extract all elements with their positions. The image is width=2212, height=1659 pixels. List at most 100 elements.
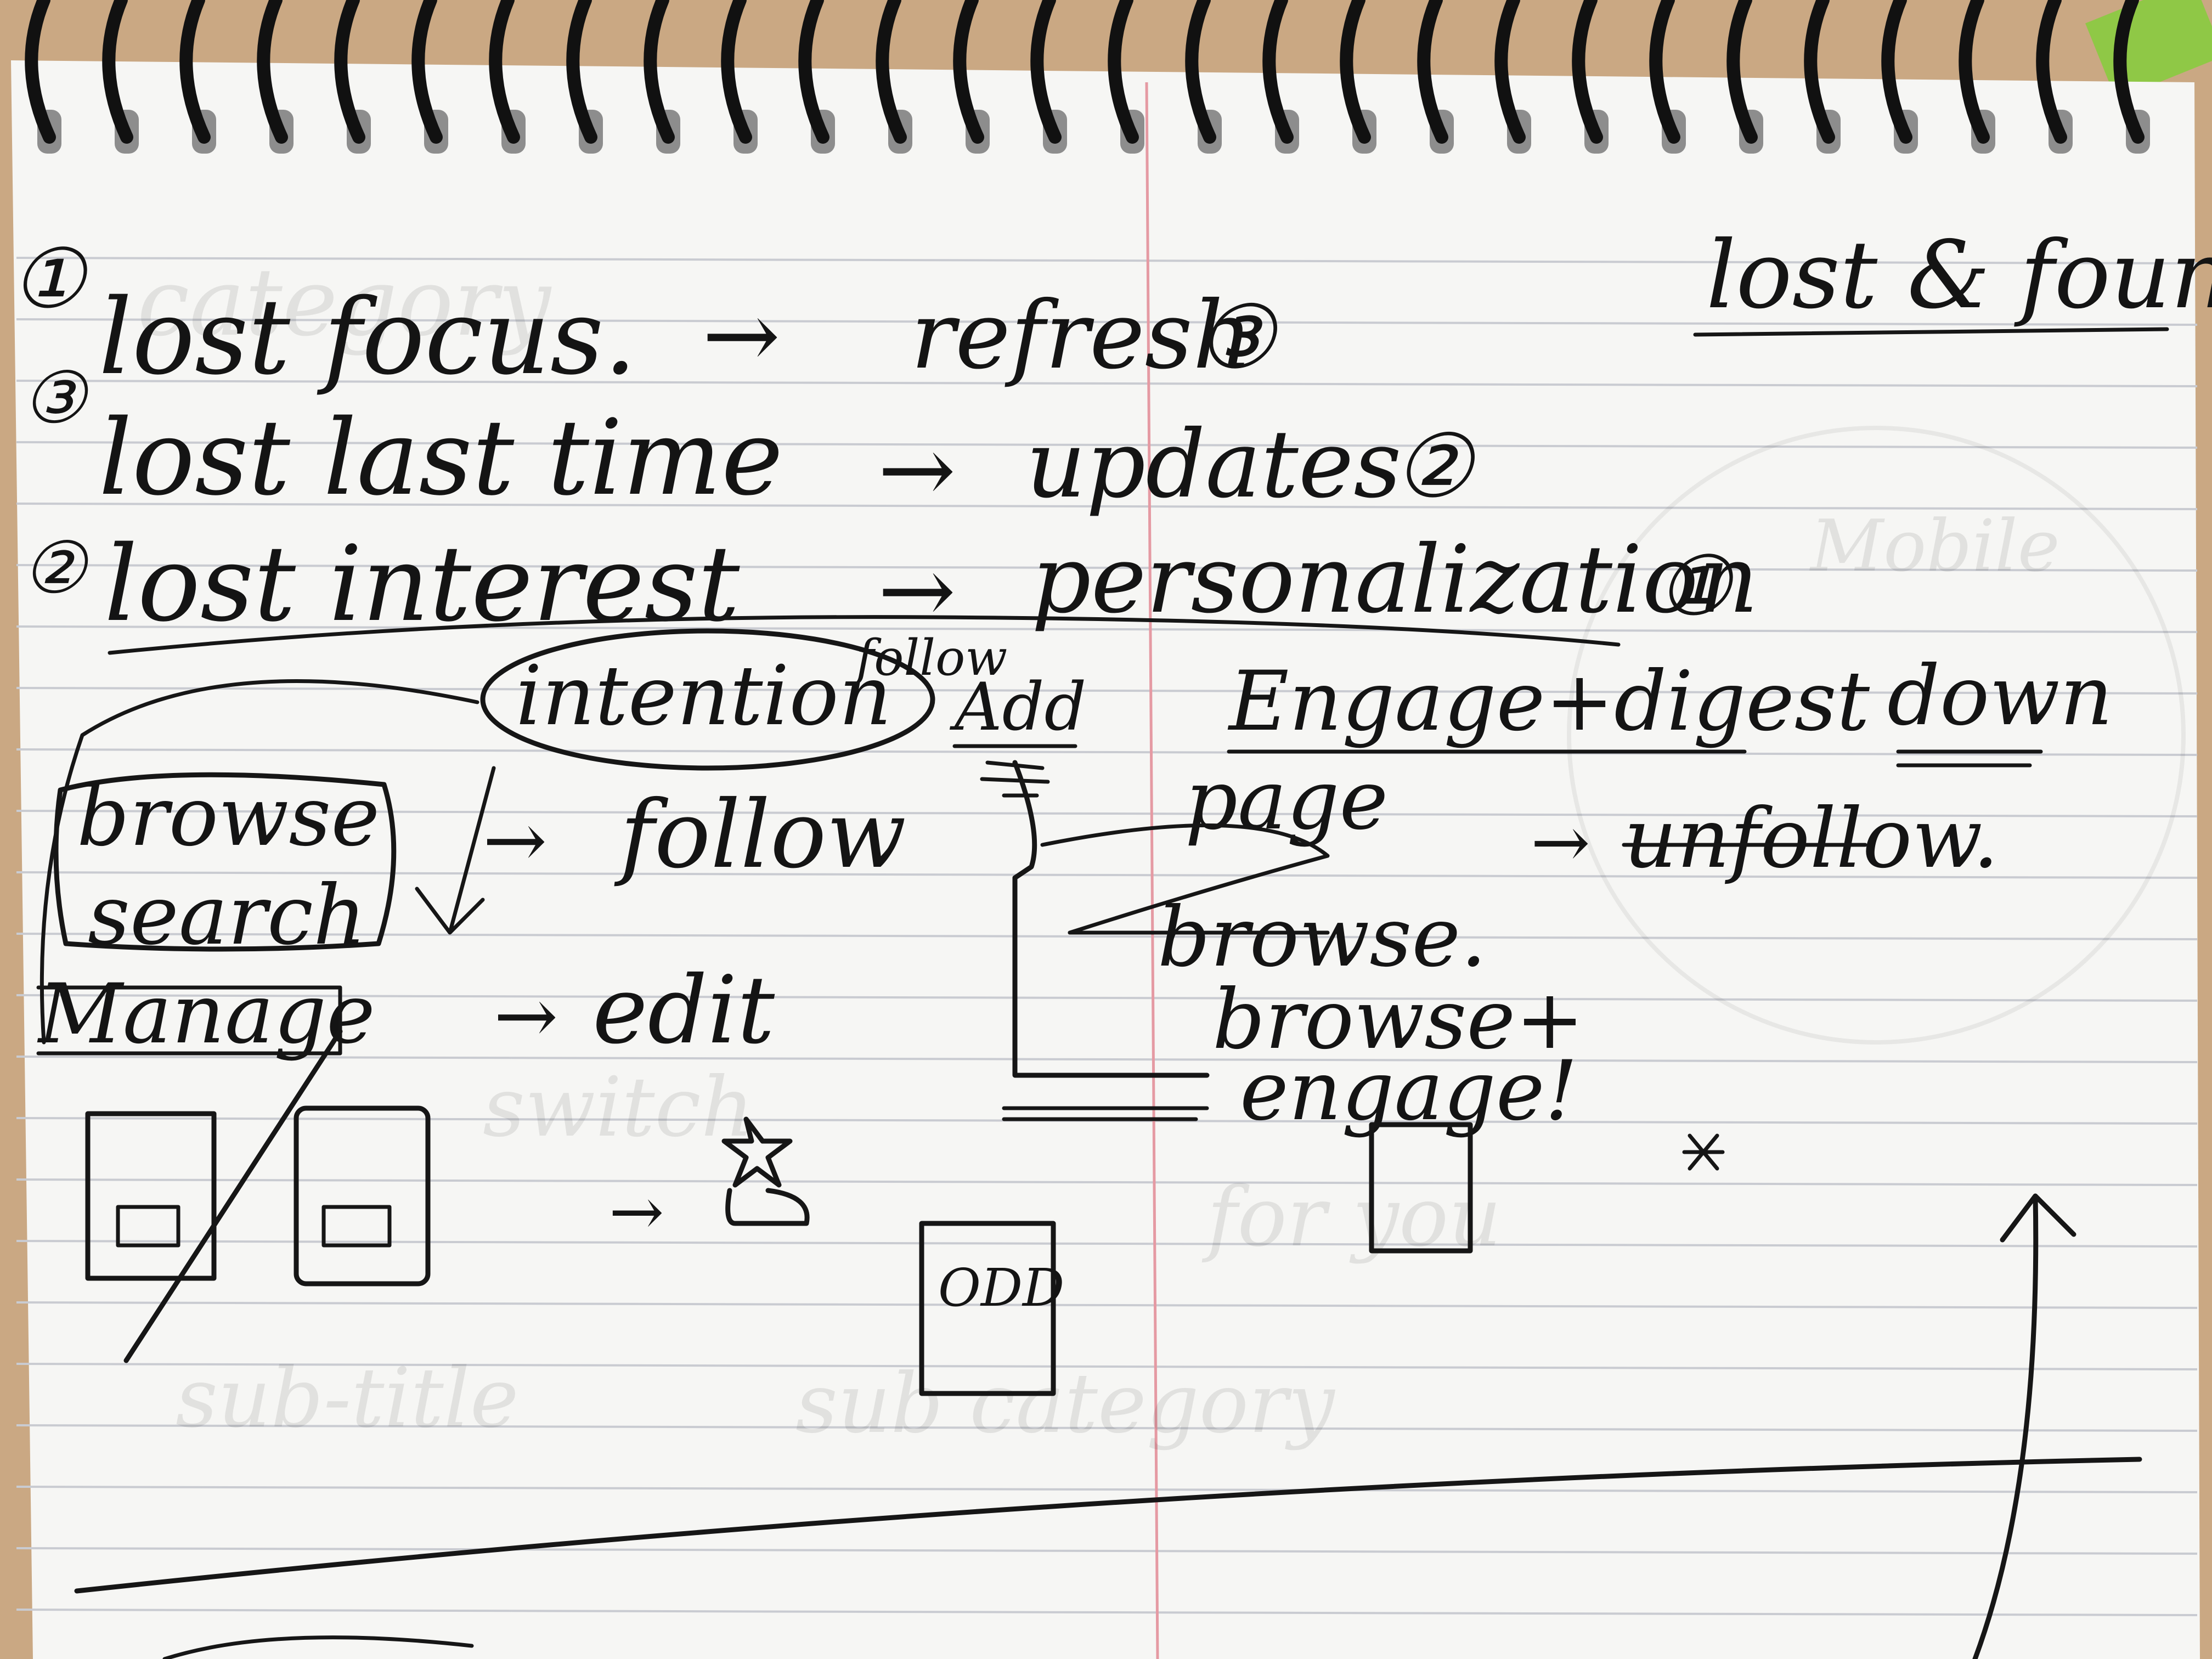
engage-digest-label: Engage+digest <box>1227 654 1870 749</box>
rule-line <box>16 380 2198 387</box>
page-title: lost & found. <box>1706 221 2212 330</box>
edit-label: edit <box>592 956 775 1065</box>
show-through-marks: category Mobile switch for you sub-title… <box>137 249 2186 1452</box>
row3-arrow: → <box>878 537 956 645</box>
curved-up-arrow <box>1972 1193 2076 1659</box>
row2-solution: updates <box>1026 410 1402 519</box>
manage-label: Manage <box>37 967 375 1062</box>
phone-sketch-1-cross <box>123 1029 343 1363</box>
search-label: search <box>88 868 366 963</box>
spiral-ring <box>876 0 907 144</box>
page-strike <box>1040 823 1330 935</box>
spiral-ring <box>1649 0 1680 144</box>
rule-line <box>16 1547 2198 1555</box>
margin-line <box>1145 82 1159 1659</box>
spiral-ring <box>953 0 984 144</box>
rule-line <box>16 1056 2198 1063</box>
phone-sketch-1-inner <box>116 1205 180 1248</box>
rank-mark-2: ③ <box>22 356 89 439</box>
spiral-ring <box>257 0 288 144</box>
spiral-ring <box>1262 0 1294 144</box>
svg-text:sub category: sub category <box>795 1356 1336 1452</box>
rank-mark-1: ① <box>11 232 88 327</box>
rule-line <box>16 1424 2198 1432</box>
spiral-ring <box>566 0 597 144</box>
rule-line <box>16 871 2198 879</box>
row1-solution: refresh <box>911 281 1252 390</box>
spiral-ring <box>1959 0 1990 144</box>
spiral-ring <box>798 0 830 144</box>
rule-line <box>16 1609 2198 1616</box>
unfollow-label: unfollow. <box>1624 791 1999 887</box>
row1-rank: ③ <box>1196 286 1279 388</box>
rule-line <box>16 1178 2198 1186</box>
spiral-ring <box>2113 0 2145 144</box>
bracket-scribble <box>980 760 1050 798</box>
browse-label: browse <box>77 769 380 865</box>
svg-text:switch: switch <box>483 1060 754 1155</box>
phone-sketch-1 <box>85 1111 217 1281</box>
spiral-ring <box>1804 0 1835 144</box>
browse-engage-line1: browse+ <box>1212 972 1584 1068</box>
svg-text:sub-title: sub-title <box>176 1351 519 1446</box>
browse-struck-label: browse. <box>1158 890 1487 985</box>
notebook-page <box>11 60 2200 1659</box>
spiral-ring <box>1340 0 1371 144</box>
phone-arrow: → <box>609 1174 664 1250</box>
row1-arrow: → <box>702 281 780 390</box>
spiral-ring <box>1108 0 1139 144</box>
rank-mark-3: ② <box>22 526 89 610</box>
rule-line <box>16 687 2198 695</box>
row1-problem: lost focus. <box>99 276 637 398</box>
unfollow-arrow: → <box>1531 800 1590 884</box>
down-arrow-from-intention <box>415 766 496 935</box>
browse-search-outer-arc <box>40 679 479 1045</box>
row2-arrow: → <box>878 416 956 524</box>
timeline-line <box>74 1457 2142 1594</box>
rule-line <box>16 748 2198 756</box>
phone-sketch-2-inner <box>321 1205 392 1248</box>
spiral-ring <box>1030 0 1062 144</box>
spiral-ring <box>1417 0 1448 144</box>
odd-label: ODD <box>938 1258 1064 1318</box>
title-underline <box>1693 327 2169 337</box>
spiral-ring <box>721 0 752 144</box>
phone-sketch-2 <box>294 1105 431 1286</box>
follow-above-label: follow <box>853 629 1007 687</box>
svg-text:category: category <box>137 249 552 357</box>
spiral-ring <box>1494 0 1526 144</box>
bottom-partial-arc <box>162 1635 474 1659</box>
row3-solution: personalization <box>1031 526 1758 634</box>
spiral-ring <box>1185 0 1216 144</box>
rule-line <box>16 318 2198 326</box>
follow-arrow: → <box>483 796 547 885</box>
bracket-base <box>1002 1106 1209 1121</box>
row2-problem: lost last time <box>99 397 783 518</box>
edit-arrow: → <box>494 972 558 1061</box>
spiral-ring <box>1881 0 1912 144</box>
rule-line <box>16 257 2198 264</box>
rule-line <box>16 503 2198 510</box>
intention-label: intention <box>516 648 891 744</box>
row3-rank: ① <box>1657 539 1734 634</box>
flow-bracket <box>1012 760 1210 1078</box>
spiral-ring <box>102 0 133 144</box>
rule-line <box>16 1363 2198 1370</box>
spiral-ring <box>2036 0 2067 144</box>
small-star-doodle <box>1682 1133 1725 1171</box>
down-label: down <box>1887 648 2113 744</box>
follow-label: follow <box>614 781 906 889</box>
spiral-ring <box>334 0 365 144</box>
spiral-ring <box>1726 0 1758 144</box>
row2-rank: ② <box>1393 415 1476 517</box>
star-cup <box>725 1188 810 1226</box>
page-label: page <box>1185 753 1388 848</box>
phone-sketch-4 <box>1369 1122 1473 1254</box>
rule-line <box>16 1486 2198 1493</box>
browse-search-box <box>53 772 397 952</box>
spiral-binding <box>25 0 2150 154</box>
down-underline <box>1896 749 2043 768</box>
spiral-ring <box>1572 0 1603 144</box>
row3-underline <box>108 615 1621 655</box>
